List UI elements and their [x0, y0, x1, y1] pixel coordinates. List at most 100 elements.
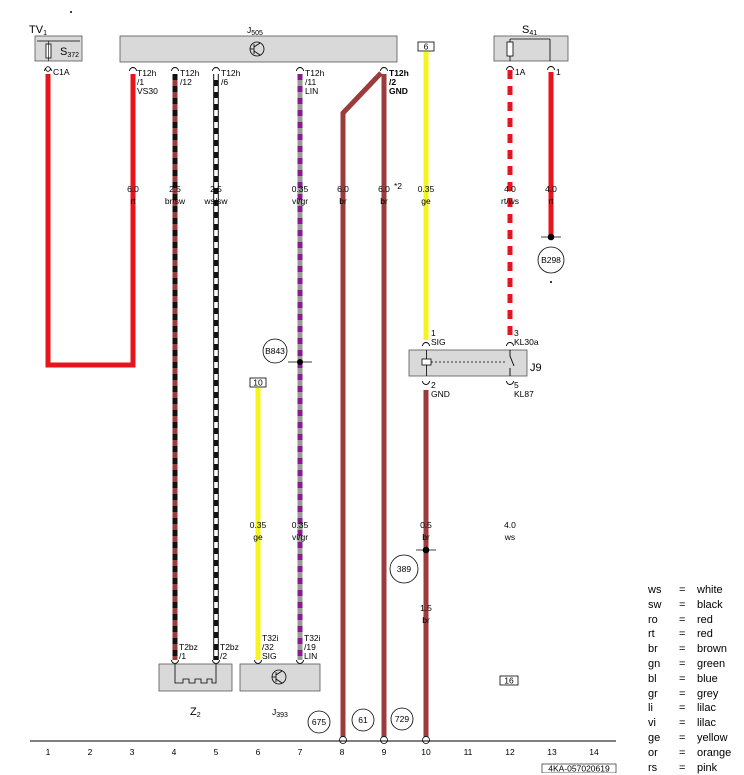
- box-6: [417, 41, 435, 52]
- svg-text:VS30: VS30: [137, 86, 158, 96]
- pin-w9: T12h /2 GND: [389, 68, 409, 96]
- svg-text:LIN: LIN: [304, 651, 317, 661]
- svg-text:/19: /19: [304, 642, 316, 652]
- legend-eq: =: [679, 643, 686, 656]
- svg-text:vi/gr: vi/gr: [292, 196, 308, 206]
- pin-w7: T12h /11 LIN: [305, 68, 325, 96]
- svg-text:T12h: T12h: [221, 68, 241, 78]
- svg-text:GND: GND: [431, 389, 450, 399]
- svg-text:6.0: 6.0: [127, 184, 139, 194]
- splice-b298: B298: [537, 233, 565, 283]
- box-10-label: 10: [253, 378, 263, 388]
- svg-text:1.5: 1.5: [420, 603, 432, 613]
- svg-text:T2bz: T2bz: [179, 642, 198, 652]
- b298-label: B298: [541, 255, 561, 265]
- svg-text:br/sw: br/sw: [165, 196, 186, 206]
- relay-coil-icon: [421, 358, 432, 366]
- e61-label: 61: [358, 715, 368, 725]
- s372-label: S372: [60, 46, 79, 59]
- legend-row: or=orange: [648, 746, 744, 761]
- legend-code: gr: [648, 687, 658, 700]
- pin-j393-32: T32i /32 SIG: [262, 633, 279, 661]
- svg-text:13: 13: [547, 747, 557, 757]
- svg-text:ge: ge: [421, 196, 431, 206]
- pin-z2-1: T2bz /1: [179, 642, 198, 661]
- legend-row: ro=red: [648, 613, 744, 628]
- svg-text:10: 10: [421, 747, 431, 757]
- pin-s41-1a: 1A: [515, 67, 526, 77]
- legend-row: gn=green: [648, 657, 744, 672]
- legend-color: lilac: [697, 702, 716, 715]
- legend-code: li: [648, 702, 653, 715]
- legend-color: orange: [697, 746, 732, 759]
- svg-text:2: 2: [88, 747, 93, 757]
- z2-label: Z2: [190, 706, 201, 719]
- j9-label: J9: [530, 362, 542, 374]
- e675-label: 675: [312, 717, 326, 727]
- svg-text:br: br: [422, 532, 430, 542]
- svg-text:2.5: 2.5: [169, 184, 181, 194]
- svg-text:rt/ws: rt/ws: [501, 196, 519, 206]
- legend-row: gr=grey: [648, 687, 744, 702]
- legend-color: black: [697, 598, 723, 611]
- pin-w4: T12h /12: [180, 68, 200, 87]
- svg-text:T12h: T12h: [389, 68, 409, 78]
- legend-color: white: [697, 584, 723, 596]
- svg-text:5: 5: [214, 747, 219, 757]
- svg-text:br: br: [422, 615, 430, 625]
- legend-row: li=lilac: [648, 701, 744, 716]
- wire-col3: [45, 74, 136, 368]
- svg-text:SIG: SIG: [262, 651, 277, 661]
- svg-text:br: br: [380, 196, 388, 206]
- legend-row: rs=pink: [648, 761, 744, 775]
- legend-eq: =: [679, 657, 686, 670]
- transistor-icon: [271, 669, 287, 685]
- j505-label: J505: [247, 25, 263, 37]
- footer-code: 4KA-057020619: [548, 764, 610, 774]
- pin-j9-1: 1 SIG: [431, 328, 446, 347]
- svg-text:/2: /2: [220, 651, 227, 661]
- footer-code-box: [541, 763, 617, 773]
- s41-group: S41: [493, 24, 569, 62]
- legend-eq: =: [679, 731, 686, 744]
- svg-text:12: 12: [505, 747, 515, 757]
- relay-switch-icon: [509, 350, 515, 376]
- legend-color: blue: [697, 672, 718, 685]
- svg-text:/2: /2: [389, 77, 396, 87]
- legend-row: ws=white: [648, 583, 744, 598]
- j505-group: J505: [119, 25, 398, 63]
- svg-text:T12h: T12h: [137, 68, 157, 78]
- legend-color: yellow: [697, 731, 728, 744]
- svg-text:3: 3: [514, 328, 519, 338]
- ref-circles: 675 61 729: [307, 707, 414, 734]
- legend-row: sw=black: [648, 598, 744, 613]
- pin-j9-3: 3 KL30a: [514, 328, 539, 347]
- grid-numbers: 1 2 3 4 5 6 7 8 9 10 11 12 13 14: [46, 747, 599, 757]
- legend-color: green: [697, 657, 726, 670]
- s41-box: [493, 35, 569, 62]
- legend-eq: =: [679, 687, 686, 700]
- j505-box: [119, 35, 398, 63]
- box-16: [499, 675, 519, 686]
- legend-code: br: [648, 643, 658, 656]
- svg-text:LIN: LIN: [305, 86, 318, 96]
- svg-text:7: 7: [298, 747, 303, 757]
- svg-text:T32i: T32i: [262, 633, 279, 643]
- legend-row: ge=yellow: [648, 731, 744, 746]
- svg-text:1: 1: [46, 747, 51, 757]
- svg-text:6: 6: [256, 747, 261, 757]
- pin-c1a-icon: [45, 66, 51, 72]
- legend-code: ws: [648, 584, 662, 596]
- legend-eq: =: [679, 717, 686, 730]
- legend-code: bl: [648, 672, 657, 685]
- legend-row: rt=red: [648, 627, 744, 642]
- baseline-terminals: [339, 736, 430, 744]
- s41-label: S41: [522, 24, 537, 37]
- svg-text:/32: /32: [262, 642, 274, 652]
- b843-label: B843: [265, 346, 285, 356]
- svg-text:0.35: 0.35: [418, 184, 435, 194]
- splice-b843: B843: [262, 338, 312, 365]
- svg-text:T32i: T32i: [304, 633, 321, 643]
- pin-markers: [44, 66, 555, 664]
